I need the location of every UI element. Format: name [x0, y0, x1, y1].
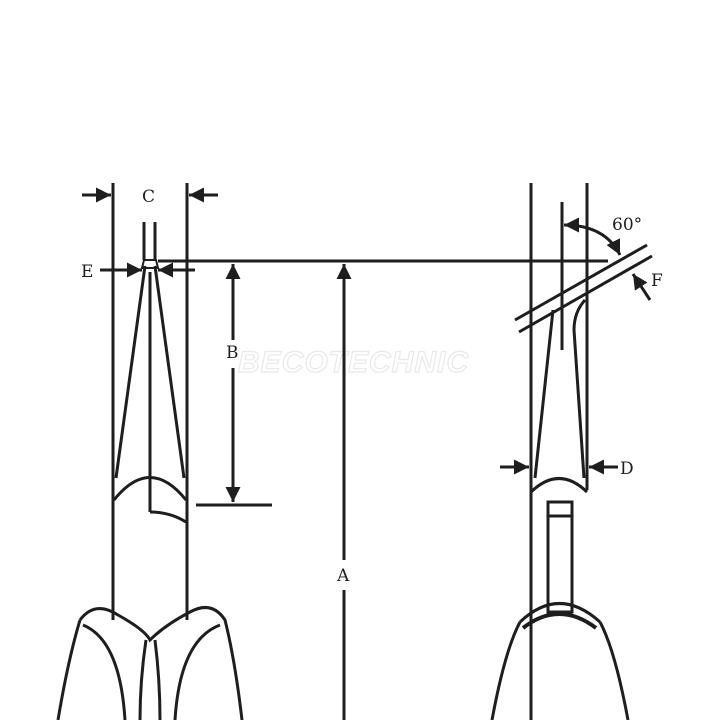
front-view-pliers	[56, 183, 244, 720]
label-a: A	[336, 566, 350, 586]
dimension-b	[196, 264, 272, 507]
label-f: F	[651, 271, 663, 291]
label-d: D	[620, 459, 634, 479]
label-angle: 60°	[612, 215, 642, 235]
label-b: B	[226, 343, 239, 363]
angle-arc	[563, 217, 622, 256]
dimension-f	[631, 273, 652, 301]
watermark: BECOTECHNIC	[238, 346, 469, 379]
side-view-pliers	[490, 183, 653, 720]
label-e: E	[81, 262, 93, 282]
label-c: C	[142, 187, 155, 207]
